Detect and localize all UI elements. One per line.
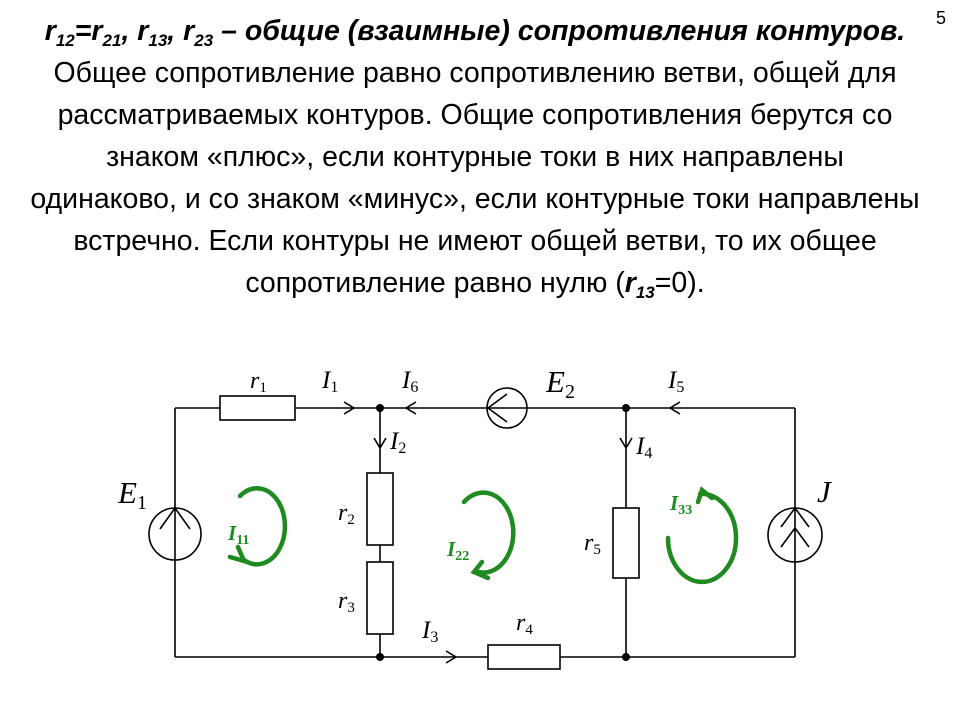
label-i22: I22 [446, 537, 469, 564]
loop-i22-arc [461, 490, 516, 575]
tail-text: =0). [654, 267, 705, 299]
label-i1: I1 [321, 367, 338, 396]
label-r2: r2 [338, 500, 355, 528]
resistor-r5 [612, 507, 640, 579]
label-r3: r3 [338, 588, 355, 616]
source-j-arrowhead-2 [780, 526, 810, 548]
label-i2: I2 [389, 428, 406, 457]
label-e1: E1 [117, 475, 147, 514]
r21-symbol: r21 [91, 15, 122, 50]
label-i11: I11 [227, 521, 249, 548]
resistor-r2 [366, 472, 394, 546]
source-j-arrowhead-1 [780, 506, 810, 528]
slide-number: 5 [936, 8, 947, 28]
label-j: J [817, 474, 832, 509]
label-i3: I3 [421, 617, 438, 646]
resistor-r3 [366, 561, 394, 635]
loop-i11-arc [237, 486, 288, 567]
node-bottom-right [622, 653, 630, 661]
wires [174, 407, 796, 658]
node-top-right [622, 404, 630, 412]
arrow-i3-icon [445, 650, 458, 664]
source-e1 [148, 506, 202, 561]
arrow-i2-icon [373, 437, 387, 450]
r13-inline-symbol: r13 [624, 267, 655, 302]
body-text: r12=r21, r13, r23 – общие (взаимные) соп… [30, 15, 920, 302]
title-phrase: – общие (взаимные) сопротивления контуро… [213, 15, 906, 47]
label-i6: I6 [401, 367, 418, 396]
resistor-r1 [219, 395, 296, 421]
node-top-mid [376, 404, 384, 412]
equals-sign: = [74, 15, 92, 47]
arrow-i1-icon [343, 401, 356, 415]
label-r1: r1 [250, 368, 267, 396]
label-r5: r5 [584, 530, 601, 558]
loop-i22-arrowhead [470, 559, 491, 581]
loop-i33-arc [665, 491, 739, 585]
loop-i33-arrowhead [695, 486, 715, 505]
component-labels: r1 I1 I6 E2 I5 I2 I4 E1 J r2 r3 r5 I3 r4 [117, 364, 832, 646]
resistor-r4 [487, 644, 561, 670]
label-i33: I33 [669, 491, 692, 518]
loop-i11-arrowhead [227, 544, 248, 565]
arrow-i4-icon [619, 437, 633, 450]
loop-currents [227, 486, 739, 585]
nodes [376, 404, 630, 661]
r12-symbol: r12 [44, 15, 75, 50]
label-e2: E2 [545, 364, 575, 403]
source-e2 [486, 387, 528, 429]
source-e2-arrowhead [486, 393, 508, 423]
r23-symbol: r23 [183, 15, 214, 50]
node-bottom-mid [376, 653, 384, 661]
label-r4: r4 [516, 610, 533, 638]
arrow-i6-icon [404, 401, 417, 415]
resistors [219, 395, 640, 670]
body-paragraph: Общее сопротивление равно сопротивлению … [30, 57, 920, 299]
loop-labels: I11 I22 I33 [227, 491, 692, 564]
source-j [767, 506, 823, 563]
current-arrows [343, 401, 681, 664]
label-i5: I5 [667, 367, 684, 396]
arrow-i5-icon [668, 401, 681, 415]
label-i4: I4 [635, 433, 652, 462]
source-e1-arrowhead [159, 506, 191, 530]
r13-symbol: r13 [137, 15, 168, 50]
